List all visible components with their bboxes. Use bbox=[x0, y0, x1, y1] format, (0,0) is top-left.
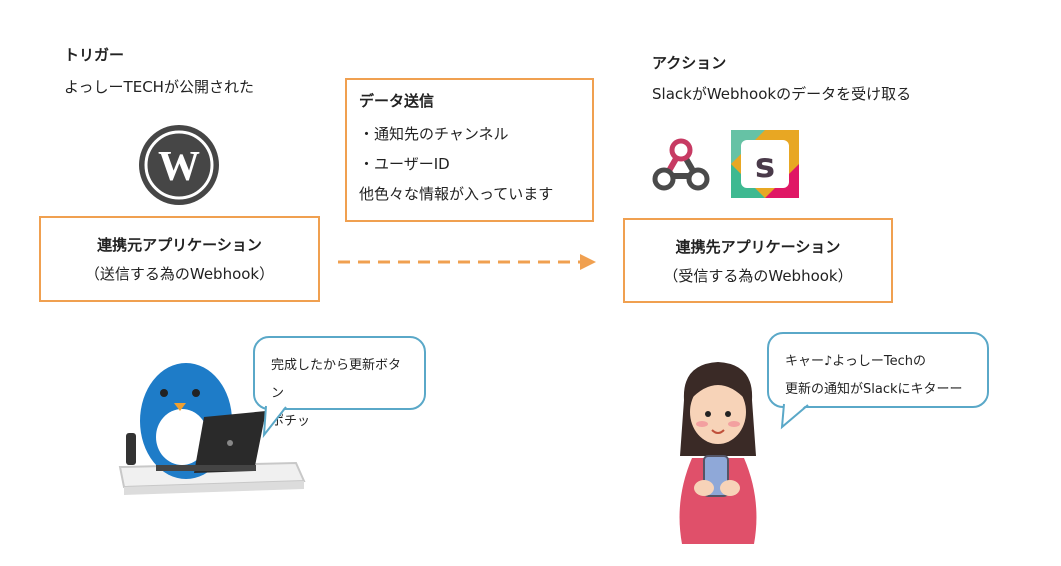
destination-application-box: 連携先アプリケーション （受信する為のWebhook） bbox=[623, 218, 893, 303]
girl-phone-illustration bbox=[679, 362, 757, 544]
speech-bubble-right-line: 更新の通知がSlackにキターー bbox=[785, 382, 963, 397]
speech-bubble-right-tail bbox=[780, 403, 809, 430]
data-send-line: ・ユーザーID bbox=[359, 155, 450, 173]
destination-application-subtitle: （受信する為のWebhook） bbox=[663, 266, 853, 285]
speech-bubble-left-line: 完成したから更新ボタン bbox=[271, 358, 402, 401]
source-application-subtitle: （送信する為のWebhook） bbox=[84, 265, 275, 283]
data-send-line: ・通知先のチャンネル bbox=[359, 125, 509, 143]
source-application-title: 連携元アプリケーション bbox=[97, 236, 262, 254]
speech-bubble-right-line: キャー♪よっしーTechの bbox=[785, 354, 927, 369]
flow-arrow bbox=[338, 254, 596, 270]
bird-laptop-illustration bbox=[118, 363, 306, 495]
webhook-logo-icon bbox=[652, 138, 710, 191]
slack-logo-icon: s bbox=[731, 130, 799, 198]
trigger-description: よっしーTECHが公開された bbox=[64, 78, 254, 96]
action-title: アクション bbox=[652, 54, 727, 72]
trigger-title: トリガー bbox=[64, 46, 125, 64]
speech-bubble-left-line: ポチッ bbox=[271, 414, 311, 429]
source-application-box: 連携元アプリケーション （送信する為のWebhook） bbox=[39, 216, 320, 302]
action-description: SlackがWebhookのデータを受け取る bbox=[652, 85, 912, 103]
svg-text:W: W bbox=[158, 144, 200, 190]
destination-application-title: 連携先アプリケーション bbox=[675, 237, 841, 256]
svg-text:s: s bbox=[755, 146, 775, 186]
speech-bubble-left-tail bbox=[262, 405, 287, 439]
speech-bubble-right: キャー♪よっしーTechの 更新の通知がSlackにキターー bbox=[767, 332, 989, 408]
data-send-box: データ送信 ・通知先のチャンネル ・ユーザーID 他色々な情報が入っています bbox=[345, 78, 594, 222]
data-send-line: 他色々な情報が入っています bbox=[359, 185, 554, 203]
wordpress-logo-icon: W bbox=[139, 125, 219, 205]
speech-bubble-left: 完成したから更新ボタン ポチッ bbox=[253, 336, 426, 429]
data-send-title: データ送信 bbox=[359, 92, 435, 110]
